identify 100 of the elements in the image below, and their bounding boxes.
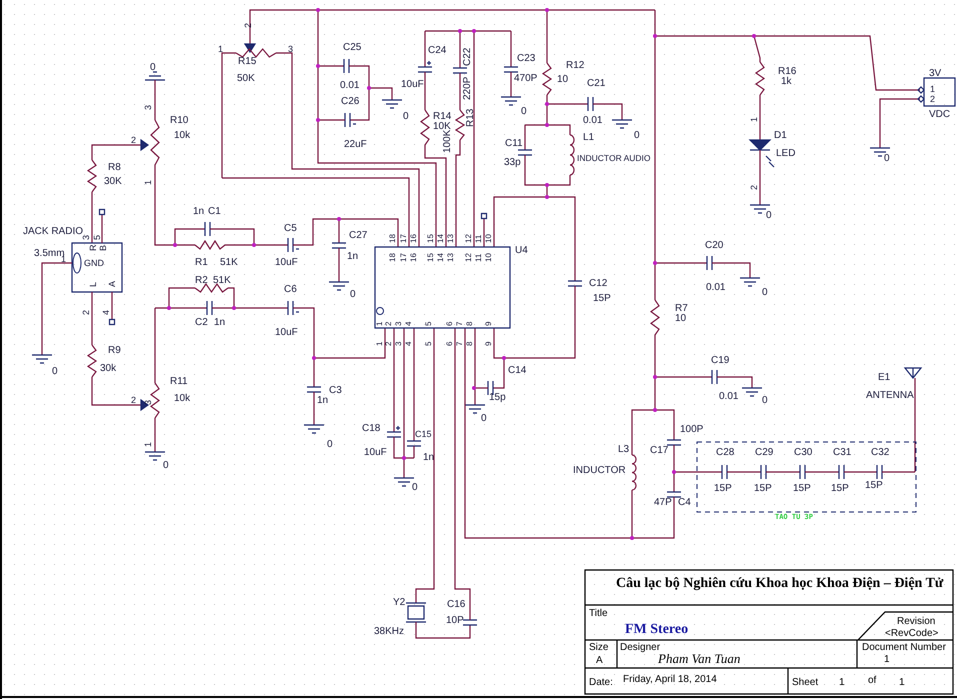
component-value: 30k — [100, 364, 116, 374]
pin-number: 16 — [410, 253, 418, 262]
pin-number: 2 — [131, 136, 136, 145]
component-value: 10k — [174, 131, 190, 141]
component-value: 30K — [104, 177, 122, 187]
pin-number: 4 — [102, 310, 111, 315]
ground-net-label: 0 — [327, 440, 333, 450]
ground-net-label: 0 — [403, 112, 409, 122]
pin-number: 13 — [447, 253, 455, 262]
component-designator: R2 — [195, 276, 208, 286]
component-value: 1n — [193, 207, 204, 217]
component-designator: C3 — [329, 386, 342, 396]
ground-net-label: 0 — [521, 107, 527, 117]
part-description: JACK RADIO — [23, 227, 84, 237]
ground-net-label: 0 — [766, 211, 772, 221]
pin-number: 11 — [475, 234, 483, 243]
pin-number: 7 — [456, 342, 464, 346]
ground-net-label: 0 — [350, 290, 356, 300]
component-value: 15P — [831, 484, 849, 494]
pin-number: 1 — [376, 342, 384, 346]
ground-net-label: 0 — [762, 396, 768, 406]
pin-number: 9 — [485, 342, 493, 346]
pin-number: 15 — [427, 234, 435, 243]
component-value: 1k — [781, 77, 792, 87]
pin-number: 14 — [437, 253, 445, 262]
component-value: 1n — [214, 318, 226, 328]
title-block-field: Document Number — [862, 643, 946, 653]
component-designator: C12 — [589, 279, 608, 289]
part-description: INDUCTOR — [573, 466, 626, 476]
pin-number: 2 — [82, 310, 91, 315]
ground-net-label: 0 — [884, 154, 890, 164]
pin-number: 5 — [425, 342, 433, 346]
component-designator: C32 — [871, 448, 890, 458]
component-value: 10uF — [401, 80, 424, 90]
component-value: 15P — [754, 484, 772, 494]
component-value: 51K — [220, 258, 238, 268]
component-designator: C25 — [343, 43, 362, 53]
component-designator: C28 — [716, 448, 734, 458]
component-designator: C30 — [794, 448, 812, 458]
pin-number: 12 — [465, 253, 473, 262]
pin-number: L — [89, 282, 98, 287]
component-value: 100P — [680, 425, 704, 435]
component-value: 10uF — [275, 258, 298, 268]
component-designator: C17 — [650, 446, 668, 456]
component-designator: C24 — [428, 46, 446, 56]
component-designator: R15 — [238, 57, 256, 67]
title-block-field: Title — [589, 609, 608, 619]
component-designator: L1 — [583, 133, 594, 143]
pin-number: 12 — [465, 234, 473, 243]
pin-number: 4 — [405, 342, 413, 346]
title-block-field: Designer — [620, 643, 660, 653]
component-designator: L3 — [618, 445, 630, 455]
component-designator: R13 — [466, 108, 476, 127]
pin-number: 1 — [750, 116, 759, 122]
pin-number: 3 — [144, 400, 153, 405]
pin-number: 1 — [218, 45, 224, 54]
pin-number: 3 — [395, 342, 403, 346]
component-designator: Y2 — [393, 598, 406, 608]
part-description: INDUCTOR AUDIO — [577, 153, 651, 163]
pin-number: 2 — [930, 95, 936, 104]
component-value: 38KHz — [374, 627, 404, 637]
pin-number: 2 — [131, 396, 136, 405]
title-block-field: Size — [589, 643, 608, 653]
component-designator: C2 — [195, 318, 208, 328]
pin-number: B — [99, 244, 108, 251]
pin-number: 10 — [485, 234, 493, 243]
ground-net-label: 0 — [481, 414, 487, 424]
title-block-field: Revision — [897, 617, 936, 627]
component-designator: C19 — [711, 356, 730, 366]
component-value: 0.01 — [583, 116, 602, 126]
pin-number: 1 — [61, 255, 66, 264]
component-value: 3V — [929, 69, 942, 79]
pin-number: A — [108, 280, 117, 287]
component-designator: C4 — [678, 498, 691, 508]
pin-number: R — [89, 244, 98, 251]
component-designator: D1 — [774, 131, 787, 141]
pin-number: 1 — [930, 85, 936, 94]
pin-number: 14 — [437, 234, 445, 243]
pin-number: 11 — [475, 254, 483, 262]
pin-number: 13 — [447, 234, 455, 243]
component-value: 1n — [423, 453, 434, 463]
component-designator: C15 — [415, 429, 432, 439]
pin-number: 5 — [425, 322, 433, 326]
pin-number: 3 — [144, 104, 153, 110]
component-designator: R16 — [778, 67, 796, 77]
pin-number: 8 — [466, 342, 474, 346]
component-designator: E1 — [878, 373, 890, 383]
component-value: 50K — [237, 74, 255, 84]
title-block-field: 1 — [899, 678, 905, 688]
component-value: 10P — [446, 616, 464, 626]
component-value: 470P — [514, 74, 538, 84]
component-designator: R8 — [108, 163, 121, 173]
pin-number: 2 — [750, 184, 759, 190]
component-value: 51K — [213, 276, 231, 286]
ground-net-label: 0 — [762, 288, 768, 298]
pin-number: 10 — [485, 253, 493, 262]
component-designator: C5 — [284, 224, 297, 234]
component-designator: C23 — [517, 54, 536, 64]
pin-number: 8 — [466, 322, 474, 326]
title-block-field: A — [596, 656, 603, 666]
